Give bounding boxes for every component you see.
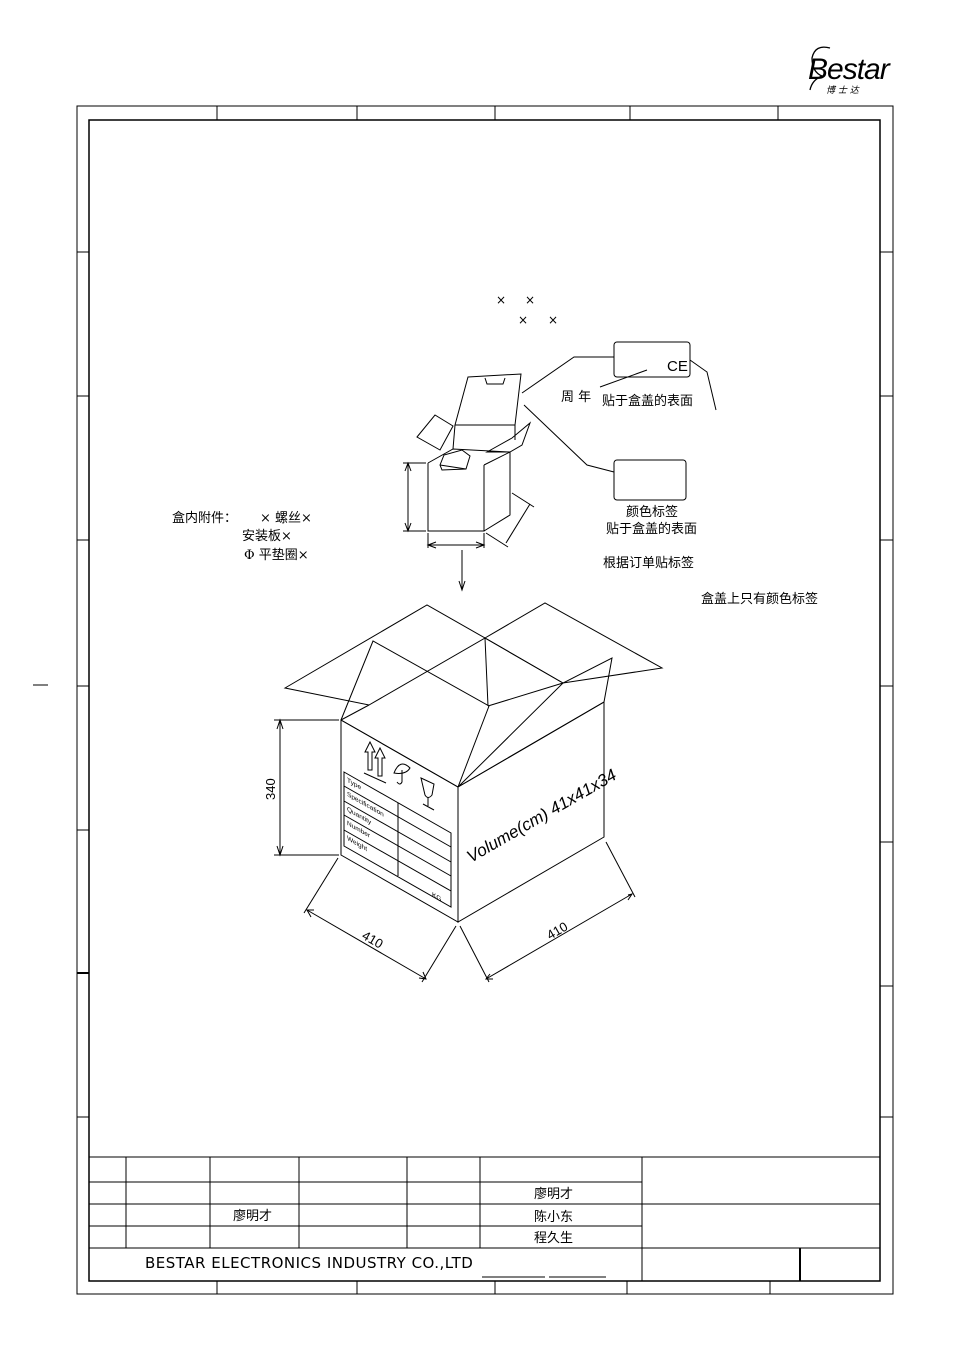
leader-lines <box>521 356 717 473</box>
height-dimension: 340 <box>263 778 278 800</box>
outer-border <box>76 105 894 1295</box>
x-mark-4: × <box>548 313 558 327</box>
order-label-text: 根据订单贴标签 <box>603 555 694 571</box>
title-name-right-3: 程久生 <box>534 1231 573 1246</box>
title-name-right-2: 陈小东 <box>534 1209 573 1225</box>
accessory-item-3: Φ 平垫圈× <box>244 547 309 563</box>
small-box <box>403 373 535 592</box>
volume-text: Volume(cm) 41x41x34 <box>464 765 620 866</box>
x-mark-2: × <box>525 293 535 307</box>
logo-subtitle: 博 士 达 <box>826 85 860 96</box>
table-row-type: Type <box>347 777 361 792</box>
x-mark-1: × <box>496 293 506 307</box>
width-dimension-left: 410 <box>360 928 386 952</box>
this-way-up-icon <box>363 740 387 784</box>
stick-lid-text-1: 贴于盒盖的表面 <box>602 393 693 409</box>
keep-dry-umbrella-icon <box>393 763 411 785</box>
week-year-text: 周 年 <box>561 390 591 405</box>
zone-ticks <box>33 106 893 1294</box>
accessory-item-2: 安装板× <box>242 529 292 544</box>
width-dimension-right: 410 <box>544 919 570 943</box>
title-block-grid <box>89 1156 880 1281</box>
accessories-heading: 盒内附件： <box>172 510 237 526</box>
color-label-text: 颜色标签 <box>626 504 678 520</box>
lid-only-color-text: 盒盖上只有颜色标签 <box>701 591 818 607</box>
company-name: BESTAR ELECTRONICS INDUSTRY CO.,LTD <box>145 1254 473 1272</box>
color-label-rect <box>613 459 687 501</box>
fragile-glass-icon <box>420 777 435 811</box>
inner-border <box>88 119 881 1282</box>
ce-label-rect <box>613 341 691 378</box>
x-mark-3: × <box>518 313 528 327</box>
title-name-left-1: 廖明才 <box>233 1208 272 1224</box>
ce-mark: CE <box>667 358 688 375</box>
logo-swirl-icon <box>809 46 831 91</box>
accessory-item-1: × 螺丝× <box>260 511 312 526</box>
large-box <box>274 602 664 983</box>
table-weight-unit: KG <box>432 892 441 904</box>
stick-lid-text-2: 贴于盒盖的表面 <box>606 521 697 537</box>
title-name-right-1: 廖明才 <box>534 1186 573 1202</box>
logo-brand: Bestar <box>808 53 891 86</box>
